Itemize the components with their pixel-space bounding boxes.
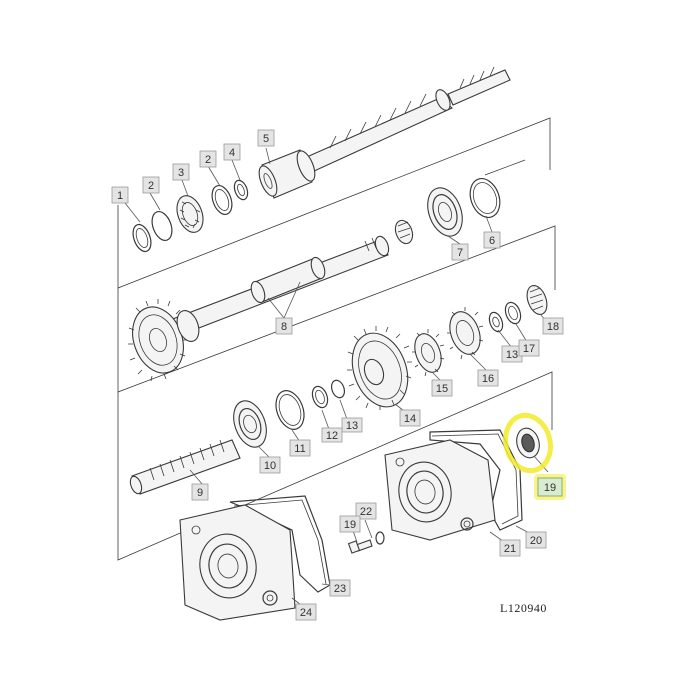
part-13-washer [488, 311, 504, 333]
part-label-5: 5 [257, 129, 275, 147]
part-label-10: 10 [259, 456, 281, 474]
svg-text:14: 14 [404, 413, 416, 425]
part-labels: 1 2 3 2 4 5 7 6 8 15 16 13 17 18 14 13 1… [111, 129, 564, 621]
part-4-washer [233, 179, 249, 201]
svg-text:17: 17 [523, 343, 535, 355]
part-17-ring [504, 301, 522, 325]
part-label-8: 8 [275, 317, 293, 335]
part-22-housing [384, 439, 496, 541]
part-2-ring-b [211, 184, 233, 216]
part-label-25: 24 [295, 603, 317, 621]
diagram-reference-code: L120940 [500, 601, 547, 615]
part-13-washer-lower [330, 379, 346, 399]
svg-text:3: 3 [178, 167, 184, 179]
svg-text:22: 22 [360, 506, 372, 518]
part-23-washer [375, 531, 385, 545]
svg-text:23: 23 [334, 583, 346, 595]
part-21-gasket [429, 429, 523, 531]
part-7-bearing [427, 187, 463, 237]
svg-text:1: 1 [117, 190, 123, 202]
svg-text:4: 4 [229, 147, 235, 159]
svg-text:10: 10 [264, 460, 276, 472]
part-label-9: 9 [191, 483, 209, 501]
part-label-21: 20 [525, 531, 547, 549]
part-label-13: 13 [341, 417, 363, 433]
part-label-2: 2 [142, 176, 160, 194]
part-label-20: 19 [537, 477, 563, 497]
svg-text:6: 6 [489, 235, 495, 247]
svg-text:20: 20 [530, 535, 542, 547]
svg-text:7: 7 [457, 247, 463, 259]
part-label-16: 16 [477, 369, 499, 387]
part-label-17: 17 [518, 339, 540, 357]
part-label-3: 3 [172, 163, 190, 181]
svg-text:11: 11 [294, 443, 305, 455]
svg-text:19: 19 [344, 519, 356, 531]
part-label-12: 12 [321, 427, 343, 443]
part-25-housing [179, 504, 296, 621]
part-label-4: 4 [223, 143, 241, 161]
part-label-22: 21 [499, 539, 521, 557]
part-9-shaft [129, 439, 241, 495]
svg-text:5: 5 [263, 133, 269, 145]
part-6-snap-ring [469, 178, 501, 218]
part-3-bearing [176, 195, 204, 233]
part-15-gear [412, 329, 445, 377]
part-18-bearing [526, 285, 548, 315]
part-label-1: 1 [111, 186, 129, 204]
middle-shaft-gear [128, 299, 200, 382]
svg-text:12: 12 [326, 430, 338, 442]
part-label-18: 18 [542, 317, 564, 335]
part-5-sleeve [258, 149, 316, 199]
part-label-24: 23 [329, 579, 351, 597]
part-11-snap-ring [275, 390, 305, 430]
part-2-ring-a [151, 210, 173, 242]
part-20-oil-seal [516, 427, 540, 459]
panel-frame-lines [117, 117, 556, 561]
middle-shaft [169, 235, 390, 337]
svg-text:21: 21 [504, 543, 516, 555]
svg-text:16: 16 [482, 373, 494, 385]
svg-text:24: 24 [300, 607, 312, 619]
part-label-15: 15 [431, 379, 453, 397]
svg-text:13: 13 [506, 349, 518, 361]
svg-text:15: 15 [436, 383, 448, 395]
part-12-washer [311, 385, 329, 409]
part-label-23: 22 [355, 502, 377, 520]
part-label-19: 19 [339, 515, 361, 533]
part-16-gear [447, 307, 484, 360]
part-14-large-gear [347, 326, 412, 410]
svg-text:19: 19 [544, 482, 556, 494]
svg-text:2: 2 [205, 154, 211, 166]
svg-text:18: 18 [547, 321, 559, 333]
part-10-bearing [233, 400, 267, 448]
part-label-11: 11 [289, 439, 311, 457]
small-roller-bearing [394, 219, 414, 245]
part-label-6: 6 [483, 231, 501, 249]
part-19-bolt [347, 539, 373, 554]
upper-mainshaft [299, 66, 511, 173]
part-1-circlip [132, 223, 152, 253]
svg-text:9: 9 [197, 487, 203, 499]
svg-text:8: 8 [281, 321, 287, 333]
part-label-14: 14 [399, 409, 421, 427]
part-label-7: 7 [451, 243, 469, 261]
svg-text:2: 2 [148, 180, 154, 192]
svg-text:13: 13 [346, 420, 358, 432]
part-label-2: 2 [199, 150, 217, 168]
